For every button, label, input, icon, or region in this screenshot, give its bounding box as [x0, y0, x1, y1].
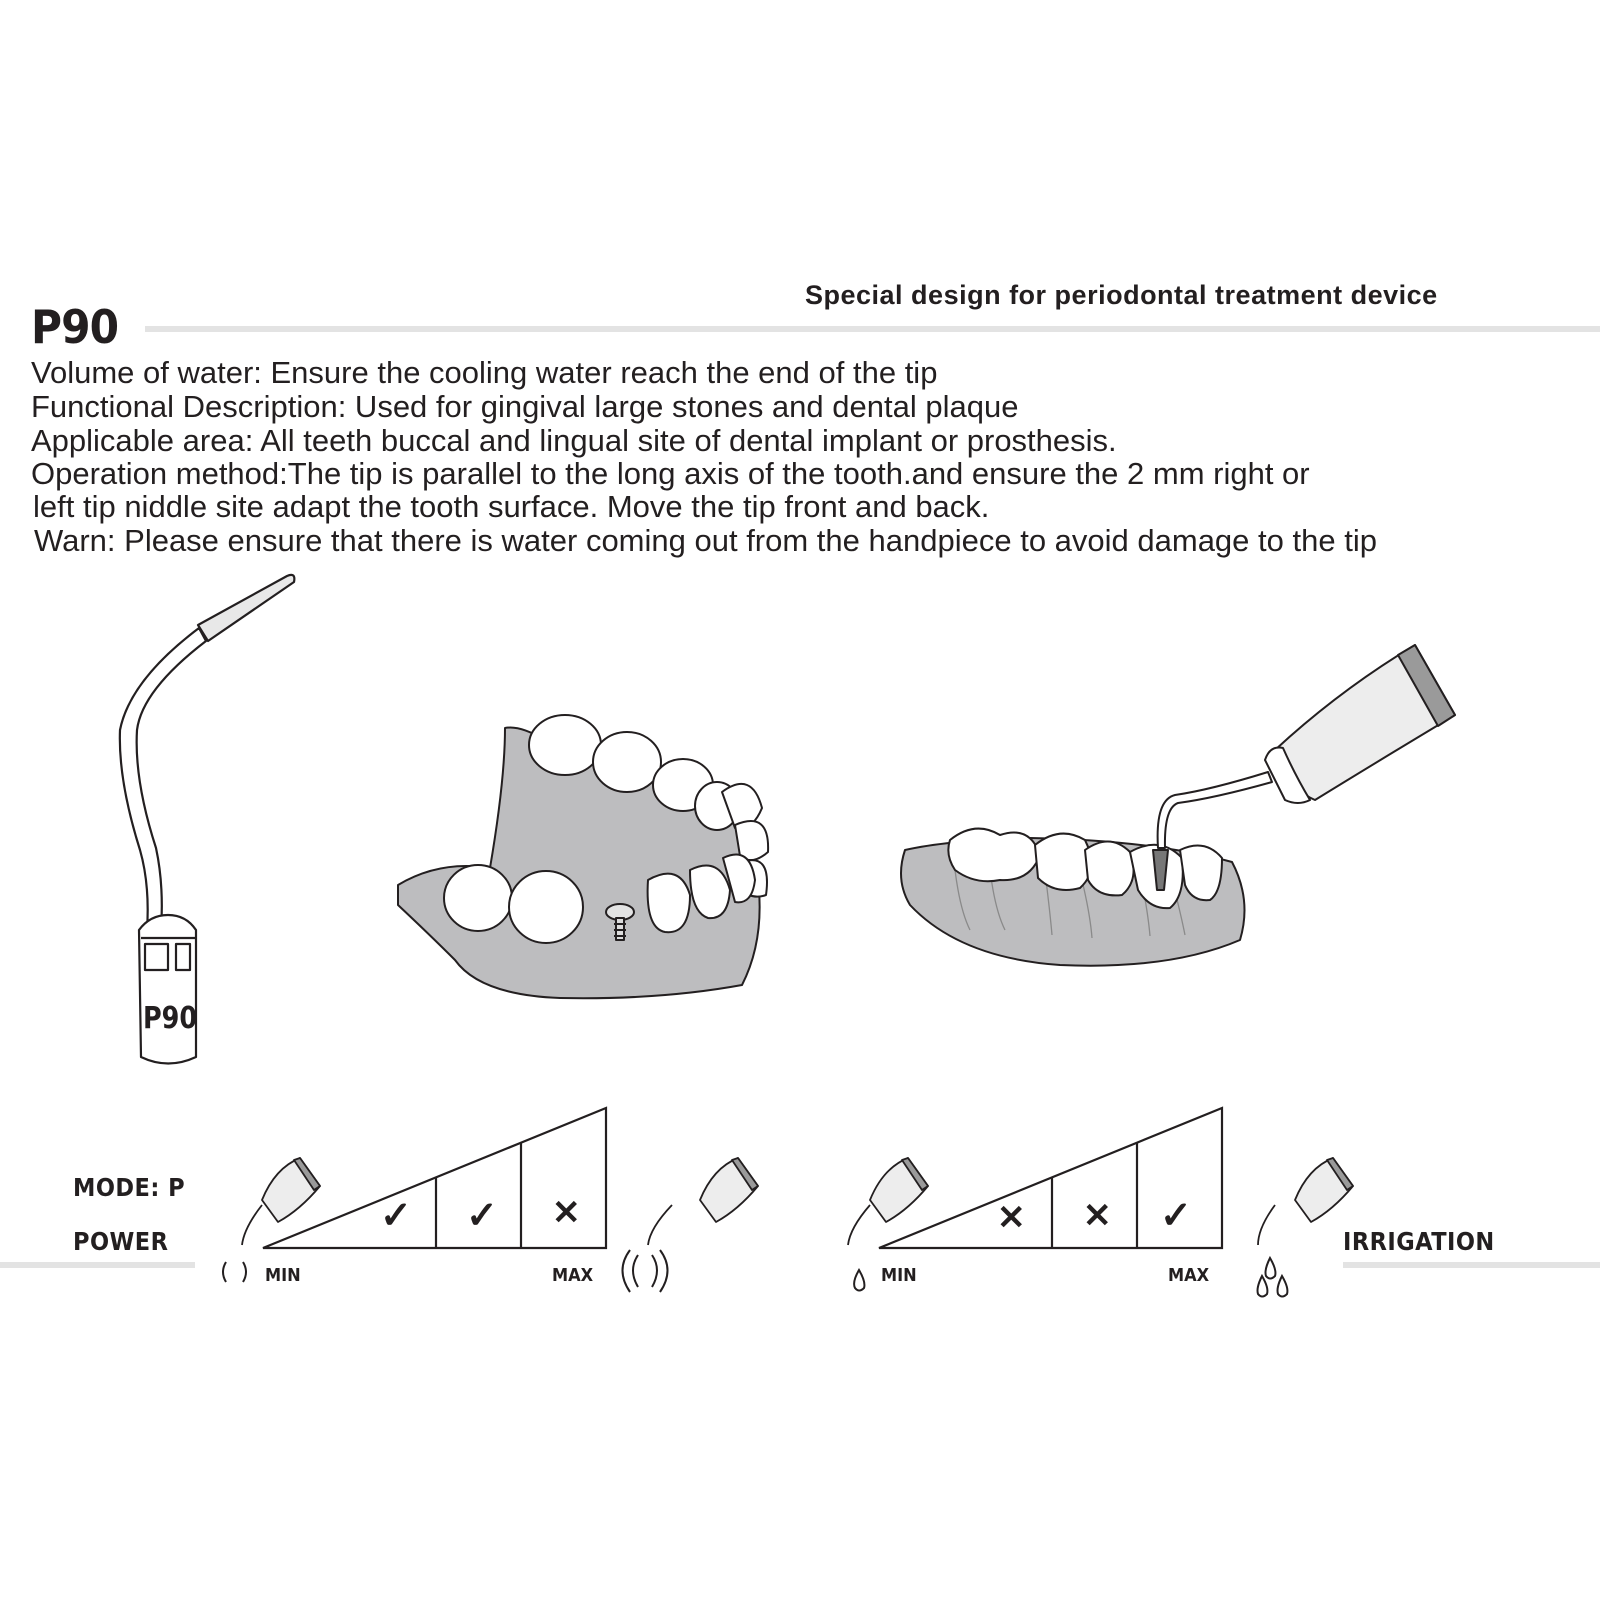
irrigation-level-3-check-icon: ✓ — [1160, 1195, 1192, 1237]
power-min-label: MIN — [265, 1265, 301, 1286]
irrigation-min-label: MIN — [881, 1265, 917, 1286]
desc-water-volume: Volume of water: Ensure the cooling wate… — [31, 355, 938, 390]
bottom-divider-right — [1343, 1262, 1600, 1268]
desc-applicable-area: Applicable area: All teeth buccal and li… — [31, 423, 1117, 458]
desc-operation-method-cont: left tip niddle site adapt the tooth sur… — [33, 489, 990, 524]
power-max-label: MAX — [552, 1265, 594, 1286]
header-subtitle: Special design for periodontal treatment… — [805, 280, 1438, 310]
bottom-divider-left — [0, 1262, 195, 1268]
irrigation-max-label: MAX — [1168, 1265, 1210, 1286]
model-title: P90 — [31, 300, 119, 354]
irrigation-level-2-cross-icon: ✕ — [1083, 1197, 1112, 1235]
power-level-2-check-icon: ✓ — [466, 1195, 498, 1237]
power-label: POWER — [73, 1227, 169, 1256]
tip-marking: P90 — [143, 1000, 197, 1036]
mode-label: MODE: P — [73, 1173, 186, 1202]
irrigation-label: IRRIGATION — [1343, 1227, 1495, 1256]
desc-functional: Functional Description: Used for gingiva… — [31, 389, 1019, 424]
desc-operation-method: Operation method:The tip is parallel to … — [31, 456, 1310, 491]
power-level-1-check-icon: ✓ — [380, 1195, 412, 1237]
power-level-3-cross-icon: ✕ — [552, 1194, 581, 1232]
irrigation-level-1-cross-icon: ✕ — [997, 1199, 1026, 1237]
desc-warning: Warn: Please ensure that there is water … — [34, 523, 1377, 558]
header-divider — [145, 326, 1600, 332]
